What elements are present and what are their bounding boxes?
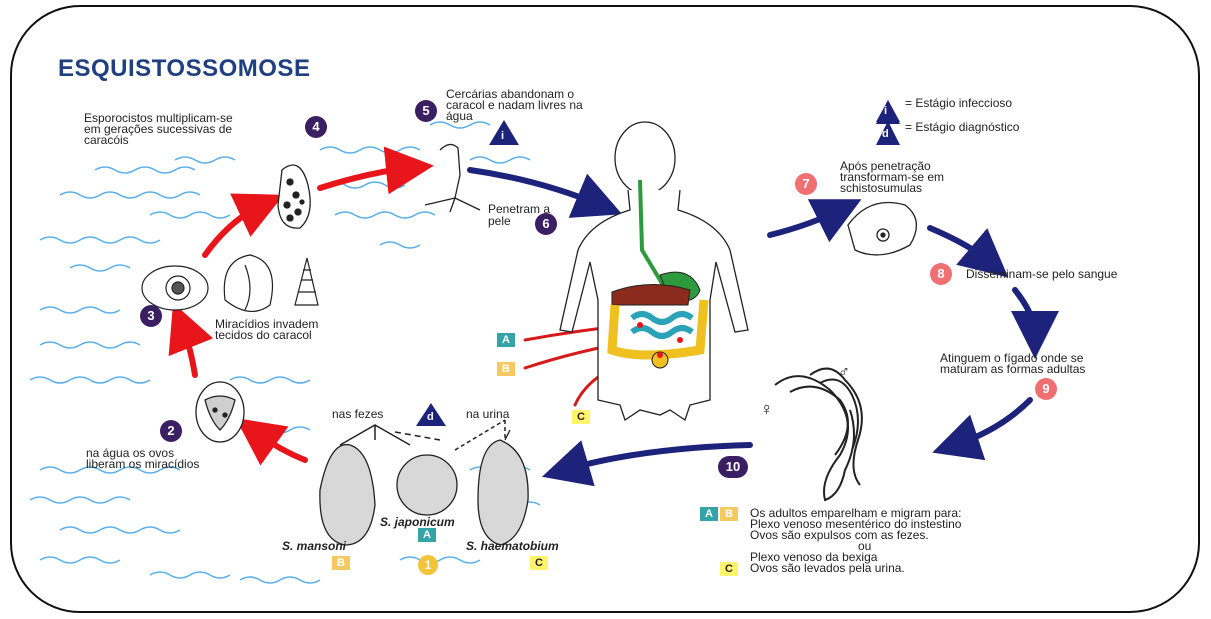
step2-text-2: liberam os miracídios — [86, 458, 199, 470]
step9-text-2: maturam as formas adultas — [940, 363, 1085, 375]
female-symbol: ♀ — [760, 400, 774, 418]
step3-badge: 3 — [140, 305, 162, 327]
code-B-intestine: B — [497, 362, 515, 376]
step8-badge: 8 — [930, 263, 952, 285]
step1-badge: 1 — [418, 555, 438, 575]
code-C-bladder: C — [572, 410, 590, 424]
step4-text-3: caracóis — [84, 134, 129, 146]
step5-badge: 5 — [415, 100, 437, 122]
code-A-japonicum: A — [418, 528, 436, 542]
nas-fezes-label: nas fezes — [332, 408, 383, 420]
note-line-3: Ovos são expulsos com as fezes. — [750, 529, 929, 541]
species-japonicum: S. japonicum — [380, 516, 455, 528]
blue-arrows — [470, 170, 1035, 470]
schistosomulum — [848, 203, 916, 255]
legend-d-symbol: d — [882, 128, 889, 140]
step6-text-2: pele — [488, 215, 511, 227]
sporocyst — [278, 165, 310, 228]
stage5-infectious-symbol: i — [501, 130, 504, 142]
step2-badge: 2 — [160, 420, 182, 442]
adult-worms — [775, 369, 862, 500]
step8-text: Disseminam-se pelo sangue — [966, 268, 1117, 280]
legend-diagnostic-label: = Estágio diagnóstico — [905, 121, 1019, 133]
male-symbol: ♂ — [838, 365, 850, 381]
step10-badge: 10 — [718, 456, 748, 478]
step7-text-3: schistosumulas — [840, 182, 922, 194]
note-code-A: A — [700, 507, 718, 521]
note-code-B: B — [720, 507, 738, 521]
legend-infectious-label: = Estágio infeccioso — [905, 97, 1012, 109]
legend-i-symbol: i — [884, 105, 887, 117]
step5-text-3: água — [446, 110, 473, 122]
na-urina-label: na urina — [466, 408, 509, 420]
species-mansoni: S. mansoni — [282, 540, 346, 552]
step7-badge: 7 — [795, 173, 817, 195]
step9-badge: 9 — [1035, 378, 1057, 400]
step6-badge: 6 — [535, 213, 557, 235]
page-title: ESQUISTOSSOMOSE — [58, 55, 310, 83]
miracidium — [196, 382, 244, 442]
step3-text-2: tecidos do caracol — [215, 329, 312, 341]
code-C-haematobium: C — [530, 556, 548, 570]
note-code-C: C — [720, 562, 738, 576]
note-line-6: Ovos são levados pela urina. — [750, 562, 905, 574]
species-haematobium: S. haematobium — [466, 540, 559, 552]
cercaria — [425, 144, 480, 212]
code-A-intestine: A — [497, 333, 515, 347]
snails — [142, 255, 318, 311]
eggs-diagnostic-symbol: d — [427, 411, 434, 423]
code-B-mansoni: B — [332, 556, 350, 570]
step4-badge: 4 — [305, 116, 327, 138]
